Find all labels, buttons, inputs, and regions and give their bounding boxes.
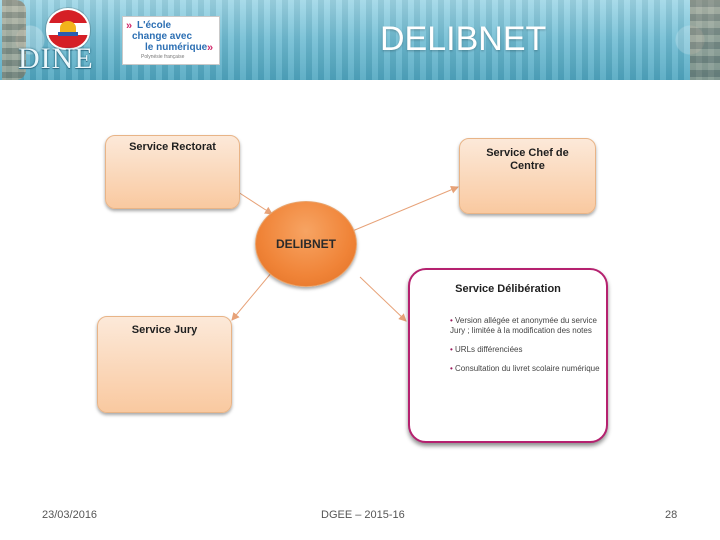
deliberation-feature-list: Version allégée et anonymée du service J…	[450, 316, 600, 383]
page-title: DELIBNET	[380, 20, 547, 58]
chevron-icon: »	[207, 42, 214, 54]
dine-logo: DINE	[18, 42, 94, 75]
tiki-decoration-left	[2, 0, 26, 80]
list-item: URLs différenciées	[450, 345, 600, 355]
header-banner: DINE » L'école change avec le numérique …	[0, 0, 720, 80]
footer-date: 23/03/2016	[42, 509, 98, 521]
chevron-icon: »	[126, 20, 133, 32]
edge-center-chef	[349, 186, 459, 233]
ecole-numerique-badge: » L'école change avec le numérique » Pol…	[122, 16, 220, 65]
edge-center-deliberation	[359, 276, 407, 322]
center-label: DELIBNET	[276, 237, 336, 251]
node-title: Service Jury	[131, 324, 198, 336]
list-item: Consultation du livret scolaire numériqu…	[450, 364, 600, 374]
node-delibnet-center: DELIBNET	[255, 201, 357, 287]
node-service-deliberation: Service Délibération Version allégée et …	[408, 268, 608, 443]
node-service-jury: Service Jury	[97, 316, 232, 413]
badge-subtitle: Polynésie française	[141, 54, 185, 60]
list-item: Version allégée et anonymée du service J…	[450, 316, 600, 336]
badge-line-1: L'école	[137, 20, 172, 31]
edge-rectorat-center	[237, 191, 273, 215]
node-title: Service Rectorat	[129, 141, 216, 153]
node-title: Service Chef de Centre	[486, 147, 569, 172]
footer-center-text: DGEE – 2015-16	[321, 509, 405, 521]
badge-line-3: le numérique	[145, 42, 208, 53]
node-service-rectorat: Service Rectorat	[105, 135, 240, 209]
polynesia-emblem-icon	[46, 8, 90, 50]
tiki-decoration-right	[690, 0, 720, 80]
footer-page-number: 28	[665, 509, 678, 521]
node-title: Service Délibération	[455, 283, 561, 295]
badge-line-2: change avec	[132, 31, 193, 42]
edge-center-jury	[231, 271, 273, 321]
node-service-chef-de-centre: Service Chef de Centre	[459, 138, 596, 214]
